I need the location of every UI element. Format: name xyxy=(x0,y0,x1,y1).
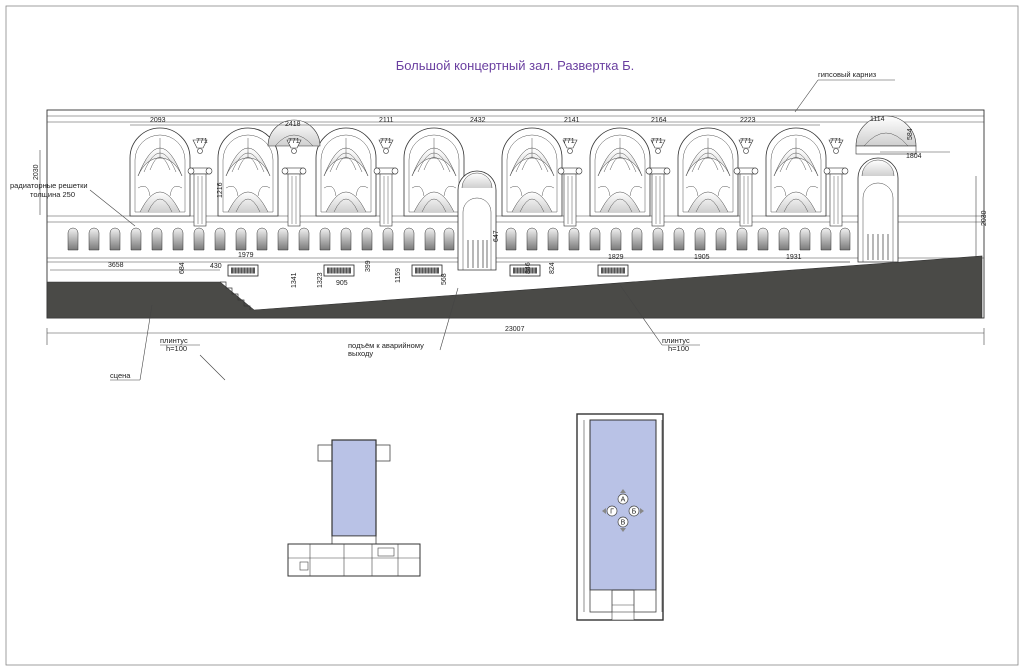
dim-right-h: 584 xyxy=(907,128,914,140)
elevation-markers: А Г Б В xyxy=(602,489,644,532)
hall-plan: А Г Б В xyxy=(576,413,664,621)
dim-small-6: 771 xyxy=(830,138,842,145)
elevation-drawing xyxy=(39,109,985,345)
dimension-labels: 2093 2418 2111 2432 2141 2164 2223 771 7… xyxy=(33,116,988,333)
radiator-label-2: толщина 250 xyxy=(30,190,75,199)
dim-top-7: 2223 xyxy=(740,117,756,124)
dim-small-4: 771 xyxy=(651,138,663,145)
dim-small-5: 771 xyxy=(740,138,752,145)
key-plan-hall xyxy=(331,439,377,537)
marker-v: В xyxy=(621,520,626,527)
dim-824: 824 xyxy=(549,262,556,274)
dim-small-1: 771 xyxy=(196,138,208,145)
dim-small-2: 771 xyxy=(380,138,392,145)
dim-small-7: 771 xyxy=(288,138,300,145)
dim-right-2030: 2030 xyxy=(981,210,988,226)
dim-399: 399 xyxy=(365,260,372,272)
dim-684: 684 xyxy=(179,262,186,274)
dim-top-1: 2093 xyxy=(150,117,166,124)
dim-568: 568 xyxy=(441,273,448,285)
stage-label: сцена xyxy=(110,371,131,380)
marker-a: А xyxy=(621,497,626,504)
hall-plan-room xyxy=(589,419,657,591)
dim-647: 647 xyxy=(493,230,500,242)
dim-top-3: 2111 xyxy=(379,117,394,124)
dim-905: 905 xyxy=(336,280,348,287)
cornice-label: гипсовый карниз xyxy=(818,70,877,79)
dim-left-h: 2030 xyxy=(33,164,40,180)
callouts: гипсовый карниз радиаторные решетки толщ… xyxy=(10,70,895,381)
dim-1905: 1905 xyxy=(694,254,710,261)
dim-846: 846 xyxy=(525,262,532,274)
exit-label-2: выходу xyxy=(348,349,373,358)
page-title: Большой концертный зал. Развертка Б. xyxy=(396,58,635,73)
dim-top-5: 2141 xyxy=(564,117,580,124)
dim-1829: 1829 xyxy=(608,254,624,261)
exit-label-1: подъём к аварийному xyxy=(348,341,424,350)
dim-right-top: 1114 xyxy=(870,116,885,123)
dim-1979: 1979 xyxy=(238,252,254,259)
dim-right-w: 1804 xyxy=(906,153,922,160)
key-plan-building xyxy=(287,439,421,577)
sheet-frame xyxy=(5,5,1019,666)
dim-1216: 1216 xyxy=(217,182,224,198)
plinth-left-label-1: плинтус xyxy=(160,336,188,345)
dim-top-2: 2418 xyxy=(285,121,301,128)
dim-1931: 1931 xyxy=(786,254,802,261)
dim-430: 430 xyxy=(210,263,222,270)
dim-1323: 1323 xyxy=(317,272,324,288)
plinth-left-label-2: h=100 xyxy=(166,344,187,353)
dim-total: 23007 xyxy=(505,326,525,333)
dim-1159: 1159 xyxy=(395,268,402,283)
dim-top-6: 2164 xyxy=(651,117,667,124)
dim-1341: 1341 xyxy=(291,272,298,288)
dim-top-4: 2432 xyxy=(470,117,486,124)
plinth-right-label-1: плинтус xyxy=(662,336,690,345)
marker-g: Г xyxy=(610,509,614,516)
dim-small-3: 771 xyxy=(563,138,575,145)
plinth-right-label-2: h=100 xyxy=(668,344,689,353)
radiator-label-1: радиаторные решетки xyxy=(10,181,88,190)
dim-3658: 3658 xyxy=(108,262,124,269)
marker-b: Б xyxy=(632,509,637,516)
